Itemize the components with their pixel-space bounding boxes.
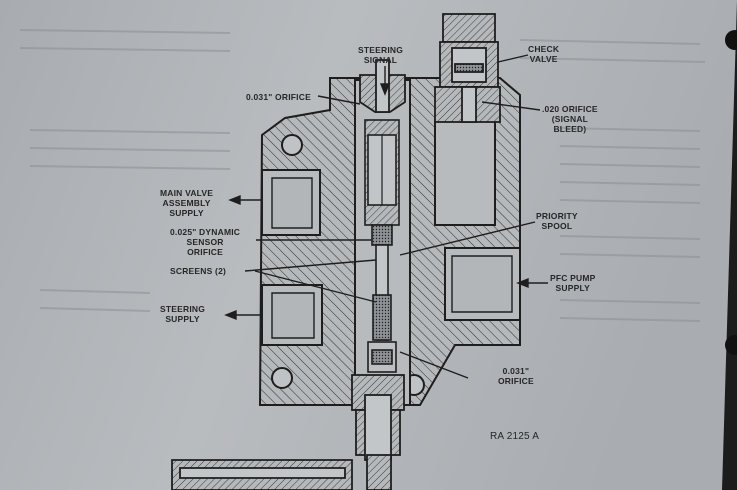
- label-steering-supply: STEERING SUPPLY: [160, 304, 206, 324]
- label-dynamic-sensor-orifice: 0.025" DYNAMIC SENSOR ORIFICE: [170, 227, 241, 257]
- bleed-through-text: [19, 29, 706, 322]
- leader-lines: [224, 54, 548, 379]
- bottom-fitting: [171, 374, 405, 490]
- label-screens: SCREENS (2): [170, 266, 227, 276]
- binder-hole: [725, 335, 737, 355]
- label-orifice-031-top: 0.031" ORIFICE: [246, 92, 311, 102]
- label-orifice-031-bottom: 0.031" ORIFICE: [498, 366, 534, 386]
- label-steering-signal: STEERING SIGNAL: [358, 45, 404, 65]
- label-orifice-020: .020 ORIFICE (SIGNAL BLEED): [542, 104, 598, 134]
- binder-hole: [725, 30, 737, 50]
- label-priority-spool: PRIORITY SPOOL: [536, 211, 578, 231]
- steering-signal-fitting: [359, 59, 406, 113]
- check-valve-assembly: [434, 13, 501, 123]
- label-check-valve: CHECK VALVE: [528, 44, 560, 64]
- label-pfc-pump-supply: PFC PUMP SUPPLY: [550, 273, 596, 293]
- priority-spool: [364, 119, 400, 373]
- figure-reference: RA 2125 A: [490, 431, 540, 442]
- label-main-valve-supply: MAIN VALVE ASSEMBLY SUPPLY: [160, 188, 214, 218]
